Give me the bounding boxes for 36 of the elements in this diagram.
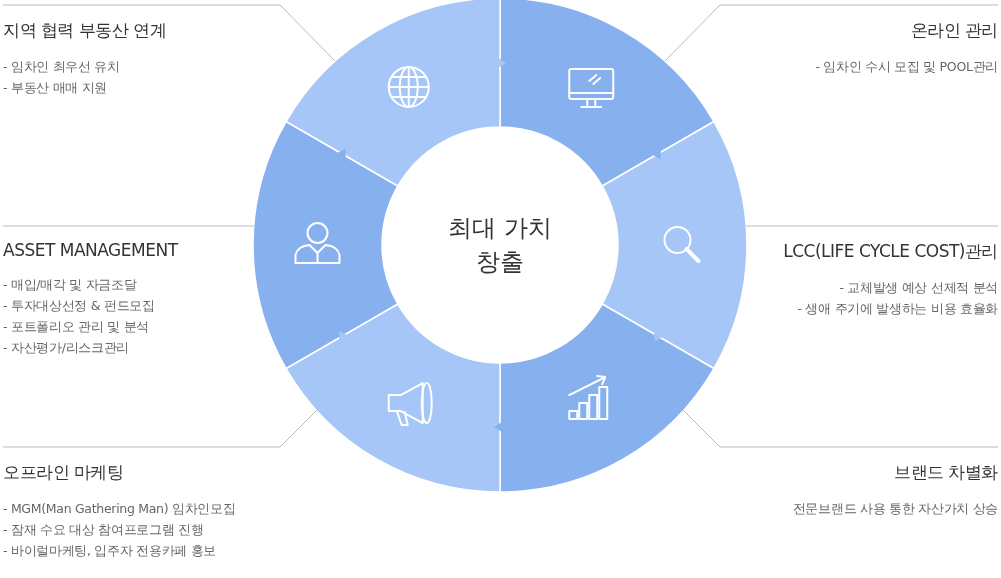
heading: 오프라인 마케팅 [3, 461, 124, 484]
leader-line [2, 409, 318, 448]
leader-line [2, 225, 255, 227]
leader-line [682, 409, 999, 448]
heading: ASSET MANAGEMENT [3, 240, 178, 260]
ring-segment [499, 0, 715, 187]
description-text: - 투자대상선정 & 펀드모집 [3, 297, 155, 315]
leader-line [745, 225, 999, 227]
heading: 온라인 관리 [910, 19, 998, 42]
description-text: - 매입/매각 및 자금조달 [3, 276, 137, 294]
ring-segment [252, 120, 399, 370]
ring-segment [285, 303, 501, 493]
chevron-arrow [652, 149, 661, 160]
description-text: - 잠재 수요 대상 참여프로그램 진행 [3, 521, 204, 539]
ring-segment [285, 0, 501, 187]
description-text: - 임차인 최우선 유치 [3, 58, 120, 76]
leader-line [2, 4, 336, 62]
ring-segment [499, 303, 715, 493]
description-text: - 부동산 매매 지원 [3, 79, 108, 97]
description-text: - 자산평가/리스크관리 [3, 339, 130, 357]
heading: 지역 협력 부동산 연계 [3, 19, 167, 42]
description-text: - 바이럴마케팅, 입주자 전용카페 홍보 [3, 542, 217, 560]
description-text: - 임차인 수시 모집 및 POOL관리 [815, 58, 998, 76]
chevron-arrow [337, 148, 346, 159]
chevron-arrow [339, 330, 348, 341]
ring-segment [601, 120, 748, 370]
description-text: - MGM(Man Gathering Man) 임차인모집 [3, 500, 236, 518]
description-text: 전문브랜드 사용 통한 자산가치 상승 [792, 500, 998, 518]
description-text: - 교체발생 예상 선제적 분석 [839, 279, 998, 297]
description-text: - 포트폴리오 관리 및 분석 [3, 318, 149, 336]
center-text: 최대 가치 창출 [447, 213, 553, 278]
heading: LCC(LIFE CYCLE COST)관리 [783, 240, 998, 263]
chevron-arrow [654, 331, 663, 342]
heading: 브랜드 차별화 [894, 461, 998, 484]
leader-line [664, 4, 999, 62]
description-text: - 생애 주기에 발생하는 비용 효율화 [797, 300, 998, 318]
